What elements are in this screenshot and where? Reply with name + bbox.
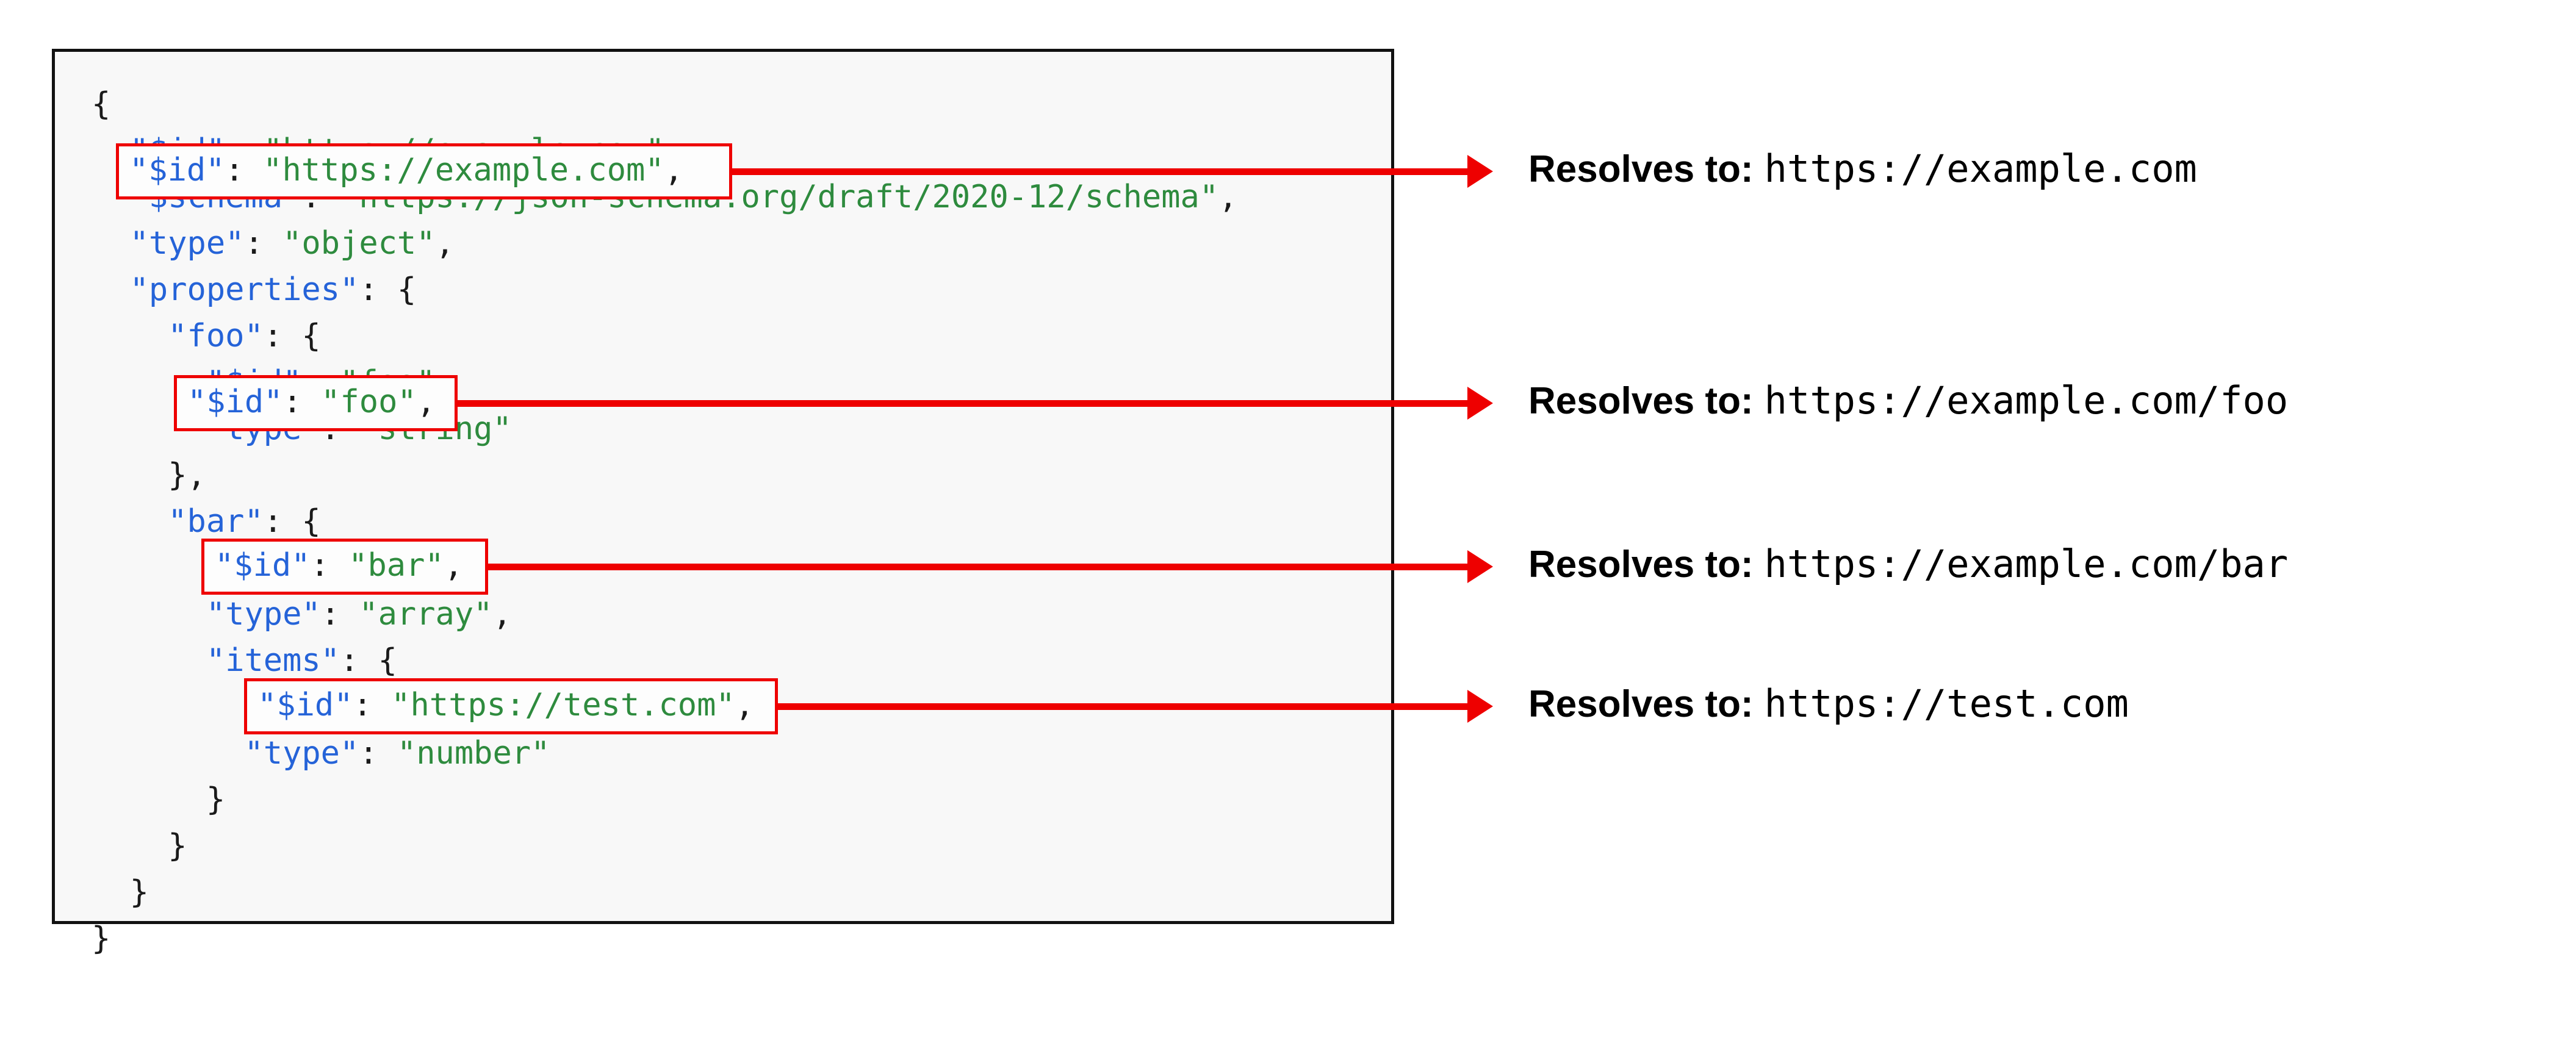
json-key: "$id"	[129, 152, 225, 188]
json-string-value: "https://example.com"	[263, 152, 664, 188]
json-punctuation: ,	[1218, 179, 1238, 215]
json-key: "$id"	[257, 687, 353, 723]
json-punctuation: }	[92, 920, 111, 957]
code-line: "type": "object",	[92, 220, 1237, 267]
resolution-label: Resolves to:	[1528, 683, 1754, 725]
highlight-text-id-items: "$id": "https://test.com",	[257, 682, 754, 728]
code-indent	[92, 689, 244, 725]
json-key: "bar"	[168, 503, 264, 540]
json-punctuation: },	[168, 457, 206, 493]
code-indent	[92, 550, 206, 586]
arrow-head-id-foo	[1467, 387, 1493, 420]
json-key: "$id"	[187, 384, 283, 420]
highlight-text-id-foo: "$id": "foo",	[187, 379, 436, 425]
code-line: }	[92, 916, 1237, 962]
json-punctuation: : {	[263, 503, 321, 540]
code-indent	[92, 781, 206, 818]
json-string-value: "array"	[359, 596, 493, 633]
code-line: "type": "number"	[92, 730, 1237, 776]
arrow-head-id-items	[1467, 690, 1493, 723]
highlight-box-id-bar	[201, 539, 488, 595]
json-punctuation: :	[359, 735, 397, 772]
resolved-uri: https://example.com/bar	[1764, 542, 2289, 586]
json-key: "$id"	[215, 547, 311, 584]
json-key: "properties"	[129, 271, 359, 308]
arrow-shaft-id-root	[732, 168, 1467, 175]
resolution-label: Resolves to:	[1528, 380, 1754, 422]
json-punctuation: ,	[416, 384, 436, 420]
json-key: "type"	[129, 225, 245, 262]
resolution-annotation: Resolves to:https://example.com/bar	[1528, 542, 2288, 586]
highlight-box-id-items	[244, 678, 778, 734]
json-punctuation: ,	[492, 596, 512, 633]
json-punctuation: :	[320, 596, 359, 633]
resolution-annotation: Resolves to:https://example.com/foo	[1528, 378, 2288, 423]
json-key: "type"	[244, 735, 359, 772]
json-key: "foo"	[168, 318, 264, 354]
json-punctuation: ,	[735, 687, 755, 723]
highlight-box-id-root	[116, 143, 732, 199]
json-punctuation: }	[129, 874, 149, 911]
resolution-annotation: Resolves to:https://test.com	[1528, 681, 2129, 726]
code-indent	[92, 596, 206, 633]
json-key: "type"	[206, 596, 321, 633]
json-punctuation: {	[92, 86, 111, 123]
code-indent	[92, 874, 130, 911]
highlight-text-id-root: "$id": "https://example.com",	[129, 147, 683, 193]
json-punctuation: ,	[664, 152, 683, 188]
json-punctuation: :	[310, 547, 349, 584]
code-indent	[92, 735, 244, 772]
json-string-value: "object"	[282, 225, 436, 262]
code-line: },	[92, 452, 1237, 498]
code-indent	[92, 503, 168, 540]
code-line: "properties": {	[92, 267, 1237, 313]
code-line: "bar": {	[92, 498, 1237, 545]
resolved-uri: https://example.com	[1764, 146, 2197, 191]
code-indent	[92, 457, 168, 493]
json-punctuation: : {	[340, 642, 397, 679]
resolution-label: Resolves to:	[1528, 543, 1754, 586]
json-string-value: "https://test.com"	[391, 687, 735, 723]
arrow-shaft-id-items	[778, 703, 1467, 710]
json-code-listing: { "$id": "https://example.com", "$schema…	[92, 81, 1237, 962]
resolved-uri: https://test.com	[1764, 681, 2129, 726]
code-line: "type": "array",	[92, 591, 1237, 637]
highlight-box-id-foo	[174, 375, 458, 431]
resolved-uri: https://example.com/foo	[1764, 378, 2289, 423]
arrow-shaft-id-foo	[458, 400, 1467, 407]
resolution-label: Resolves to:	[1528, 148, 1754, 190]
json-punctuation: :	[225, 152, 264, 188]
code-line: }	[92, 869, 1237, 916]
code-indent	[92, 642, 206, 679]
json-punctuation: : {	[359, 271, 417, 308]
code-indent	[92, 828, 168, 864]
highlight-text-id-bar: "$id": "bar",	[215, 542, 463, 589]
json-punctuation: :	[244, 225, 283, 262]
arrow-head-id-bar	[1467, 550, 1493, 583]
json-string-value: "bar"	[348, 547, 444, 584]
code-indent	[92, 271, 130, 308]
arrow-head-id-root	[1467, 155, 1493, 188]
json-string-value: "number"	[397, 735, 550, 772]
json-key: "items"	[206, 642, 340, 679]
resolution-annotation: Resolves to:https://example.com	[1528, 146, 2197, 191]
code-line: "items": {	[92, 637, 1237, 684]
json-punctuation: ,	[435, 225, 455, 262]
code-indent	[92, 318, 168, 354]
code-line: "foo": {	[92, 313, 1237, 359]
code-line: }	[92, 823, 1237, 869]
json-punctuation: ,	[444, 547, 464, 584]
arrow-shaft-id-bar	[488, 564, 1467, 570]
json-punctuation: }	[206, 781, 226, 818]
code-line: }	[92, 776, 1237, 823]
json-string-value: "foo"	[321, 384, 417, 420]
json-punctuation: }	[168, 828, 187, 864]
json-punctuation: :	[353, 687, 392, 723]
json-punctuation: :	[282, 384, 322, 420]
json-punctuation: : {	[263, 318, 321, 354]
code-indent	[92, 225, 130, 262]
code-line: {	[92, 81, 1237, 127]
